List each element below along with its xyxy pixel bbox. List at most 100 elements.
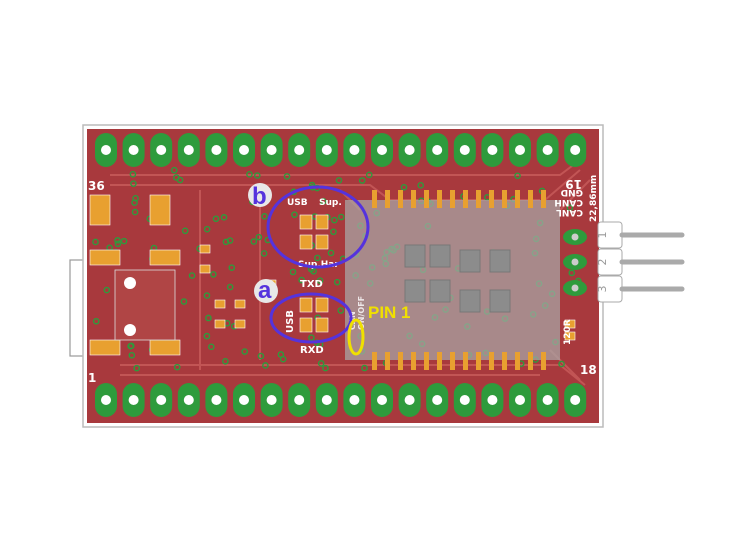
via xyxy=(253,172,261,179)
via xyxy=(180,298,188,305)
via xyxy=(333,278,341,286)
via xyxy=(133,364,141,372)
via xyxy=(417,182,425,189)
header-pads xyxy=(95,133,587,417)
pin-label-19: 19 xyxy=(565,177,582,191)
via xyxy=(257,352,265,360)
usb-hole xyxy=(124,324,136,336)
pin1-marker xyxy=(347,318,365,356)
annotation-circle-a xyxy=(269,292,353,344)
module-component xyxy=(459,249,481,273)
via xyxy=(222,357,229,365)
header-pad-hole xyxy=(294,145,305,155)
module-pin xyxy=(528,190,533,208)
module-pin xyxy=(515,190,520,208)
via xyxy=(205,314,212,322)
via xyxy=(331,216,338,224)
pin-label-36: 36 xyxy=(88,179,105,193)
module-component xyxy=(459,289,481,313)
smd-pad xyxy=(214,299,226,309)
module-pin xyxy=(411,190,416,208)
via xyxy=(129,170,137,178)
via xyxy=(558,360,565,368)
module-pin xyxy=(398,352,403,370)
pin1-label: PIN 1 xyxy=(368,303,411,322)
header-pad-hole xyxy=(349,395,360,405)
marker-a-bg xyxy=(254,279,278,303)
module-pin xyxy=(385,190,390,208)
via xyxy=(173,363,181,371)
module-pin xyxy=(450,352,455,370)
via xyxy=(568,269,576,277)
module-pin xyxy=(424,352,429,370)
smd-pad xyxy=(89,194,111,226)
smd-pad xyxy=(315,214,329,230)
switch-label-onoff: ON/OFF xyxy=(357,296,366,330)
smd-pad xyxy=(315,297,329,313)
header-pad-hole xyxy=(570,395,581,405)
via xyxy=(255,233,263,241)
via xyxy=(317,360,325,367)
can-connector xyxy=(563,221,685,303)
module-component xyxy=(404,279,426,303)
module-pin xyxy=(372,352,377,370)
dimension-label: 22,86mm xyxy=(589,175,599,222)
via xyxy=(114,240,122,248)
via xyxy=(170,166,178,174)
smd-pad xyxy=(149,249,181,266)
pin-label-1: 1 xyxy=(88,371,96,385)
jumper-a-txd: TXD xyxy=(300,279,323,290)
connector-pin-2: 2 xyxy=(596,259,609,266)
usb-footprint xyxy=(114,269,176,341)
via xyxy=(222,238,230,246)
smd-pad xyxy=(564,331,576,341)
header-pad-hole xyxy=(101,395,111,405)
smd-pad xyxy=(564,319,576,329)
header-pad-hole xyxy=(404,145,415,155)
via xyxy=(228,264,236,271)
module-component xyxy=(489,289,511,313)
smd-pad xyxy=(299,214,313,230)
module-pin xyxy=(437,352,442,370)
module-pin xyxy=(372,190,377,208)
header-pad-hole xyxy=(487,145,498,155)
header-pad-hole xyxy=(128,395,139,405)
connector-pin-3: 3 xyxy=(596,286,609,293)
via xyxy=(314,254,321,262)
via xyxy=(289,268,297,276)
via xyxy=(92,317,100,325)
via xyxy=(330,228,337,236)
via xyxy=(203,332,211,340)
via xyxy=(365,171,373,179)
via xyxy=(337,213,345,221)
header-pad-hole xyxy=(128,145,139,155)
via xyxy=(132,195,139,202)
via xyxy=(260,250,268,257)
smd-pad xyxy=(299,297,313,313)
via xyxy=(203,292,211,299)
header-pad-hole xyxy=(266,395,277,405)
via xyxy=(316,277,324,284)
via xyxy=(103,286,111,294)
smd-pad xyxy=(315,317,329,333)
header-pad-hole xyxy=(487,395,498,405)
marker-b: b xyxy=(252,183,267,210)
via xyxy=(181,227,189,235)
via xyxy=(337,307,345,314)
header-pad-hole xyxy=(542,145,553,155)
module-pin xyxy=(385,352,390,370)
smd-pad xyxy=(234,319,246,329)
header-pad-hole xyxy=(459,395,470,405)
header-pad-hole xyxy=(156,145,167,155)
header-pad-hole xyxy=(377,145,387,155)
via xyxy=(208,343,215,351)
via xyxy=(262,362,269,369)
header-pad-hole xyxy=(211,145,222,155)
via xyxy=(322,364,329,372)
can-label-gnd: GND xyxy=(561,187,583,197)
smd-pad xyxy=(234,299,246,309)
module-pin xyxy=(463,190,468,208)
via xyxy=(241,348,249,355)
via xyxy=(361,364,368,372)
